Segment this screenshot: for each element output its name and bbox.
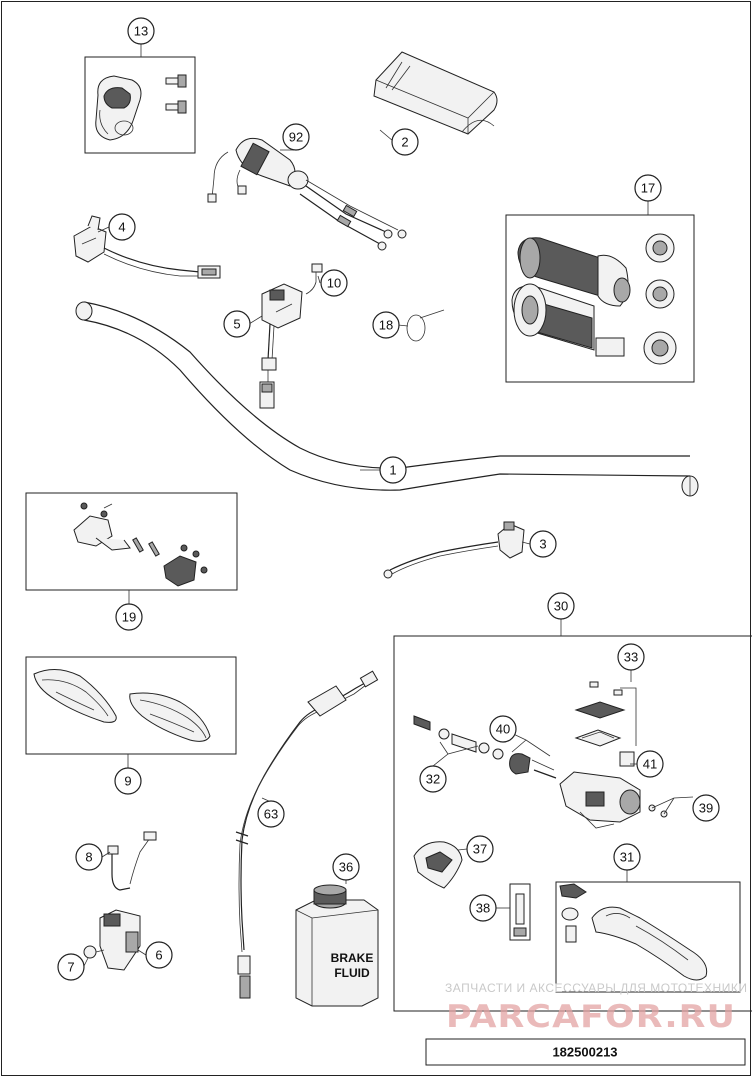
part-38-frame [509,883,531,941]
svg-text:33: 33 [624,650,638,665]
svg-text:18: 18 [379,318,393,333]
part-8-6-7-clutch-switch [83,831,157,971]
svg-text:9: 9 [124,774,131,789]
svg-text:38: 38 [476,901,490,916]
svg-text:13: 13 [134,24,148,39]
part-92-throttle-assembly [207,137,407,251]
part-37-cover [413,841,463,889]
svg-text:36: 36 [339,860,353,875]
part-13-frame [84,56,196,154]
callout-32: 32 [419,765,447,793]
brake-fluid-label-line1: BRAKE [331,951,374,965]
svg-text:3: 3 [539,537,546,552]
part-40-seal [509,753,557,779]
part-19-frame [25,492,238,591]
part-41-39-master-cylinder [559,751,668,829]
svg-text:19: 19 [122,610,136,625]
part-31-frame [555,881,741,993]
brake-fluid-label-line2: FLUID [334,966,370,980]
svg-text:10: 10 [327,276,341,291]
part-10-connector [305,263,323,295]
watermark-tagline: ЗАПЧАСТИ И АКСЕССУАРЫ ДЛЯ МОТОТЕХНИКИ [445,981,747,995]
part-36-brake-fluid: BRAKE FLUID [295,884,379,1007]
svg-text:5: 5 [233,317,240,332]
callout-36: 36 [332,853,360,881]
svg-text:37: 37 [473,842,487,857]
callout-4: 4 [108,213,136,241]
part-33-reservoir-cover [574,681,637,747]
part-17-grip-set [505,214,695,383]
callout-39: 39 [692,794,720,822]
part-19-clamp-kit [25,492,238,591]
svg-text:6: 6 [155,948,162,963]
leader-lines [83,44,694,967]
callout-10: 10 [320,269,348,297]
part-32-piston [413,715,504,760]
part-30-frame [393,635,752,1012]
callout-3: 3 [529,530,557,558]
part-13-throttle-housing [84,56,196,154]
callout-18: 18 [372,311,400,339]
callout-1: 1 [379,456,407,484]
callout-2: 2 [391,128,419,156]
part-18-cable-tie [406,309,445,342]
callout-33: 33 [617,643,645,671]
part-2-handlebar-pad [373,51,498,135]
part-31-brake-lever [555,881,741,993]
callout-38: 38 [469,894,497,922]
callout-31: 31 [613,843,641,871]
svg-text:4: 4 [118,220,125,235]
callout-17: 17 [634,174,662,202]
part-9-frame [25,656,237,755]
svg-text:31: 31 [620,850,634,865]
part-38-pin [509,883,531,941]
part-9-hand-guards [25,656,237,755]
document-number-box [425,1038,746,1066]
svg-text:40: 40 [496,722,510,737]
callout-40: 40 [489,715,517,743]
svg-text:39: 39 [699,801,713,816]
svg-text:30: 30 [554,599,568,614]
part-1-handlebar [75,301,699,496]
part-63-hot-start-cable [235,670,379,999]
callout-19: 19 [115,603,143,631]
callout-63: 63 [257,800,285,828]
callout-30: 30 [547,592,575,620]
callout-41: 41 [636,750,664,778]
callout-6: 6 [145,941,173,969]
svg-text:32: 32 [426,772,440,787]
callout-9: 9 [114,767,142,795]
watermark-brand: PARCAFOR.RU [446,999,736,1035]
callout-5: 5 [223,310,251,338]
svg-text:63: 63 [264,807,278,822]
callout-92: 92 [282,123,310,151]
svg-text:1: 1 [389,463,396,478]
part-3-switch [383,521,525,579]
svg-text:8: 8 [85,850,92,865]
part-4-kill-switch [73,215,221,279]
part-17-frame [505,214,695,383]
svg-text:41: 41 [643,757,657,772]
document-number: 182500213 [552,1045,617,1060]
svg-text:2: 2 [401,135,408,150]
callout-13: 13 [127,17,155,45]
svg-text:17: 17 [641,181,655,196]
svg-text:7: 7 [67,960,74,975]
callout-8: 8 [75,843,103,871]
part-5-start-switch [259,283,303,409]
svg-text:92: 92 [289,130,303,145]
callout-37: 37 [466,835,494,863]
callout-7: 7 [57,953,85,981]
